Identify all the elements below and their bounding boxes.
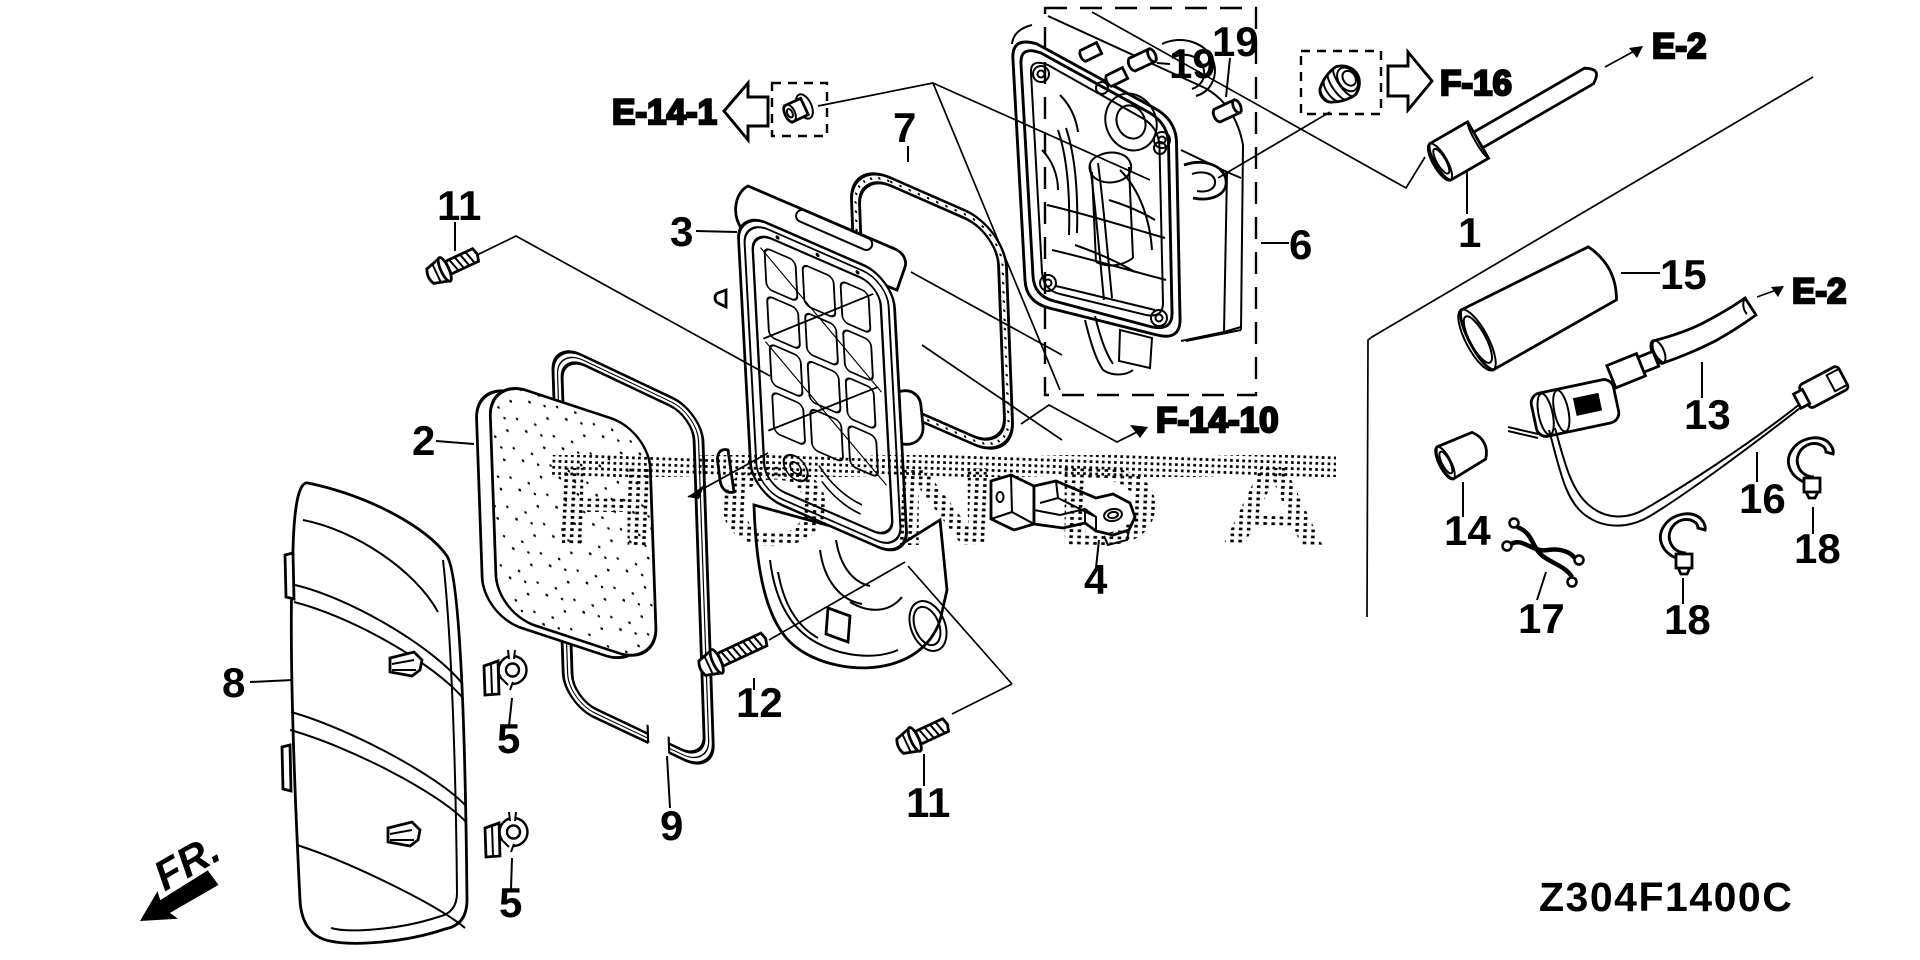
svg-text:F-14-10: F-14-10 [1156,401,1279,440]
svg-text:4: 4 [1084,556,1108,603]
svg-text:5: 5 [497,715,520,762]
svg-text:8: 8 [222,659,245,706]
svg-text:7: 7 [893,104,916,151]
svg-text:16: 16 [1739,475,1786,522]
svg-text:9: 9 [660,802,683,849]
svg-text:14: 14 [1444,507,1491,554]
svg-text:19: 19 [1212,18,1259,65]
svg-text:E-2: E-2 [1792,272,1846,311]
svg-text:Z304F1400C: Z304F1400C [1539,874,1793,920]
svg-text:5: 5 [499,879,522,926]
svg-text:17: 17 [1518,595,1565,642]
svg-text:18: 18 [1794,525,1841,572]
svg-text:15: 15 [1660,251,1707,298]
svg-text:19: 19 [1169,40,1216,87]
svg-text:3: 3 [670,208,693,255]
svg-text:E-2: E-2 [1652,27,1706,66]
svg-text:E-14-1: E-14-1 [612,93,717,132]
svg-text:12: 12 [736,679,783,726]
svg-text:6: 6 [1289,221,1312,268]
svg-text:1: 1 [1458,209,1481,256]
svg-text:F-16: F-16 [1440,64,1512,103]
svg-text:2: 2 [412,417,435,464]
svg-text:13: 13 [1684,391,1731,438]
svg-text:11: 11 [437,182,481,229]
svg-text:18: 18 [1664,596,1711,643]
svg-text:11: 11 [906,779,950,826]
svg-text:HONDA: HONDA [552,443,1384,569]
